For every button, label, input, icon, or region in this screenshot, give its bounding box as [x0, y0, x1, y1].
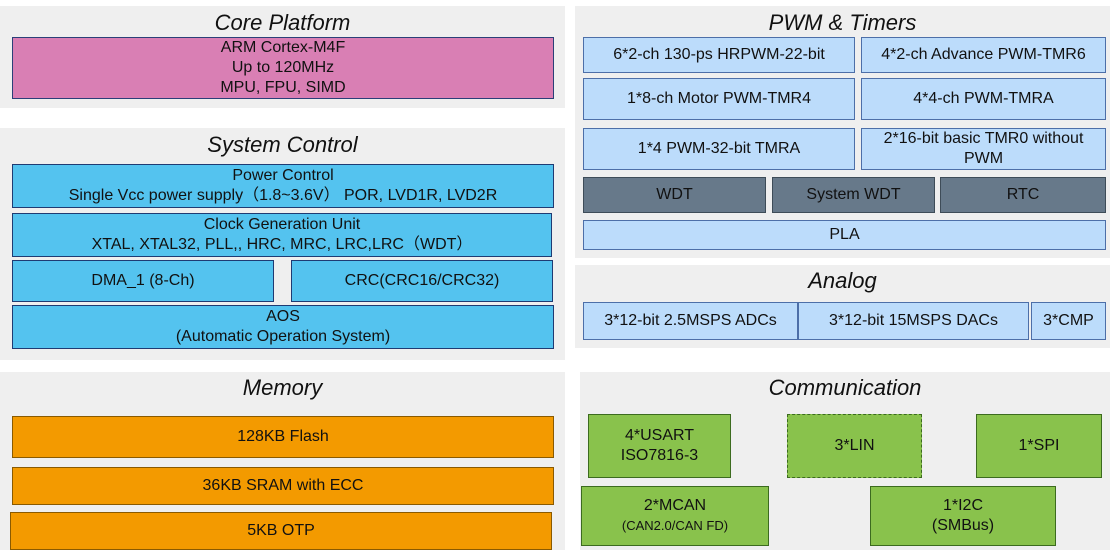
clock-generation-detail: XTAL, XTAL32, PLL,, HRC, MRC, LRC,LRC（WD…	[91, 236, 473, 253]
cpu-features: MPU, FPU, SIMD	[220, 79, 346, 96]
tmr6-block: 4*2-ch Advance PWM-TMR6	[861, 37, 1106, 73]
tmra-4ch-block: 4*4-ch PWM-TMRA	[861, 78, 1106, 120]
flash-block: 128KB Flash	[12, 416, 554, 458]
power-control-title: Power Control	[232, 167, 334, 184]
tmr0-block: 2*16-bit basic TMR0 without PWM	[861, 128, 1106, 170]
clock-generation-block: Clock Generation Unit XTAL, XTAL32, PLL,…	[12, 213, 552, 257]
sram-block: 36KB SRAM with ECC	[12, 467, 554, 505]
power-control-block: Power Control Single Vcc power supply（1.…	[12, 164, 554, 208]
memory-panel: Memory 128KB Flash 36KB SRAM with ECC 5K…	[0, 372, 565, 550]
memory-title: Memory	[242, 375, 323, 400]
i2c-line2: (SMBus)	[931, 517, 995, 534]
core-platform-panel: Core Platform ARM Cortex-M4F Up to 120MH…	[0, 6, 565, 108]
aos-block: AOS (Automatic Operation System)	[12, 305, 554, 349]
pla-block: PLA	[583, 220, 1106, 250]
analog-panel: Analog 3*12-bit 2.5MSPS ADCs 3*12-bit 15…	[575, 265, 1110, 348]
wdt-block: WDT	[583, 177, 766, 213]
i2c-block: 1*I2C (SMBus)	[870, 486, 1056, 546]
cpu-name: ARM Cortex-M4F	[220, 39, 346, 56]
tmr4-block: 1*8-ch Motor PWM-TMR4	[583, 78, 855, 120]
crc-block: CRC(CRC16/CRC32)	[291, 260, 553, 302]
i2c-line1: 1*I2C	[942, 497, 984, 514]
communication-panel: Communication 4*USART ISO7816-3 3*LIN 1*…	[580, 372, 1110, 550]
system-wdt-block: System WDT	[772, 177, 935, 213]
usart-line1: 4*USART	[624, 427, 695, 444]
rtc-block: RTC	[940, 177, 1106, 213]
clock-generation-title: Clock Generation Unit	[203, 216, 361, 233]
system-control-title: System Control	[207, 132, 358, 157]
dma-block: DMA_1 (8-Ch)	[12, 260, 274, 302]
mcan-block: 2*MCAN (CAN2.0/CAN FD)	[581, 486, 769, 546]
tmr0-line1: 2*16-bit basic TMR0 without	[883, 130, 1084, 147]
hrpwm-block: 6*2-ch 130-ps HRPWM-22-bit	[583, 37, 855, 73]
system-control-panel: System Control Power Control Single Vcc …	[0, 128, 565, 360]
tmra-32bit-block: 1*4 PWM-32-bit TMRA	[583, 128, 855, 170]
power-control-detail: Single Vcc power supply（1.8~3.6V） POR, L…	[68, 187, 498, 204]
dac-block: 3*12-bit 15MSPS DACs	[798, 302, 1029, 340]
cpu-block: ARM Cortex-M4F Up to 120MHz MPU, FPU, SI…	[12, 37, 554, 99]
aos-title: AOS	[266, 308, 300, 325]
analog-title: Analog	[808, 268, 877, 293]
cmp-block: 3*CMP	[1031, 302, 1106, 340]
usart-line2: ISO7816-3	[620, 447, 699, 464]
core-platform-title: Core Platform	[214, 10, 351, 35]
aos-detail: (Automatic Operation System)	[175, 328, 391, 345]
tmr0-line2: PWM	[963, 150, 1004, 167]
usart-block: 4*USART ISO7816-3	[588, 414, 731, 478]
cpu-frequency: Up to 120MHz	[231, 59, 335, 76]
mcan-line2: (CAN2.0/CAN FD)	[621, 518, 729, 533]
pwm-timers-title: PWM & Timers	[768, 10, 917, 35]
communication-title: Communication	[768, 375, 922, 400]
mcan-line1: 2*MCAN	[643, 497, 707, 514]
pwm-timers-panel: PWM & Timers 6*2-ch 130-ps HRPWM-22-bit …	[575, 6, 1110, 258]
spi-block: 1*SPI	[976, 414, 1102, 478]
adc-block: 3*12-bit 2.5MSPS ADCs	[583, 302, 798, 340]
otp-block: 5KB OTP	[10, 512, 552, 550]
lin-block: 3*LIN	[787, 414, 922, 478]
